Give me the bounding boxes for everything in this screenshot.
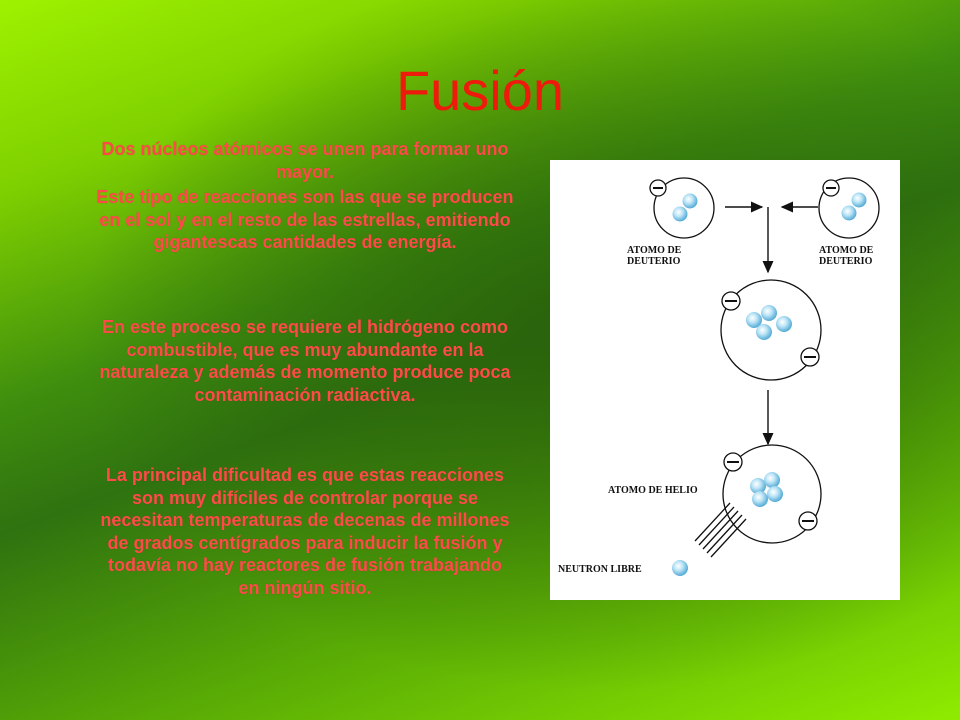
paragraph-hydrogen: En este proceso se requiere el hidrógeno…: [99, 317, 511, 405]
paragraph-difficulty: La principal dificultad es que estas rea…: [100, 465, 510, 598]
label-deuterium-left-1: ATOMO DE: [627, 245, 682, 256]
label-neutron: NEUTRON LIBRE: [558, 564, 642, 575]
combined-atom: [720, 279, 822, 381]
paragraph-stars: Este tipo de reacciones son las que se p…: [96, 187, 514, 252]
deuterium-atom-right: ATOMO DE DEUTERIO: [818, 177, 880, 267]
label-deuterium-right-1: ATOMO DE: [819, 245, 874, 256]
slide-title: Fusión: [395, 59, 565, 122]
paragraph-definition: Dos núcleos atómicos se unen para formar…: [101, 139, 509, 182]
deuterium-atom-left: ATOMO DE DEUTERIO: [627, 177, 715, 267]
helium-atom: ATOMO DE HELIO: [608, 444, 822, 544]
fusion-diagram: ATOMO DE DEUTERIO ATOMO DE DEUTERIO: [550, 160, 900, 600]
label-deuterium-left-2: DEUTERIO: [627, 256, 681, 267]
label-helium: ATOMO DE HELIO: [608, 485, 698, 496]
label-deuterium-right-2: DEUTERIO: [819, 256, 873, 267]
free-neutron: [672, 560, 688, 576]
energy-lines: [694, 502, 747, 558]
